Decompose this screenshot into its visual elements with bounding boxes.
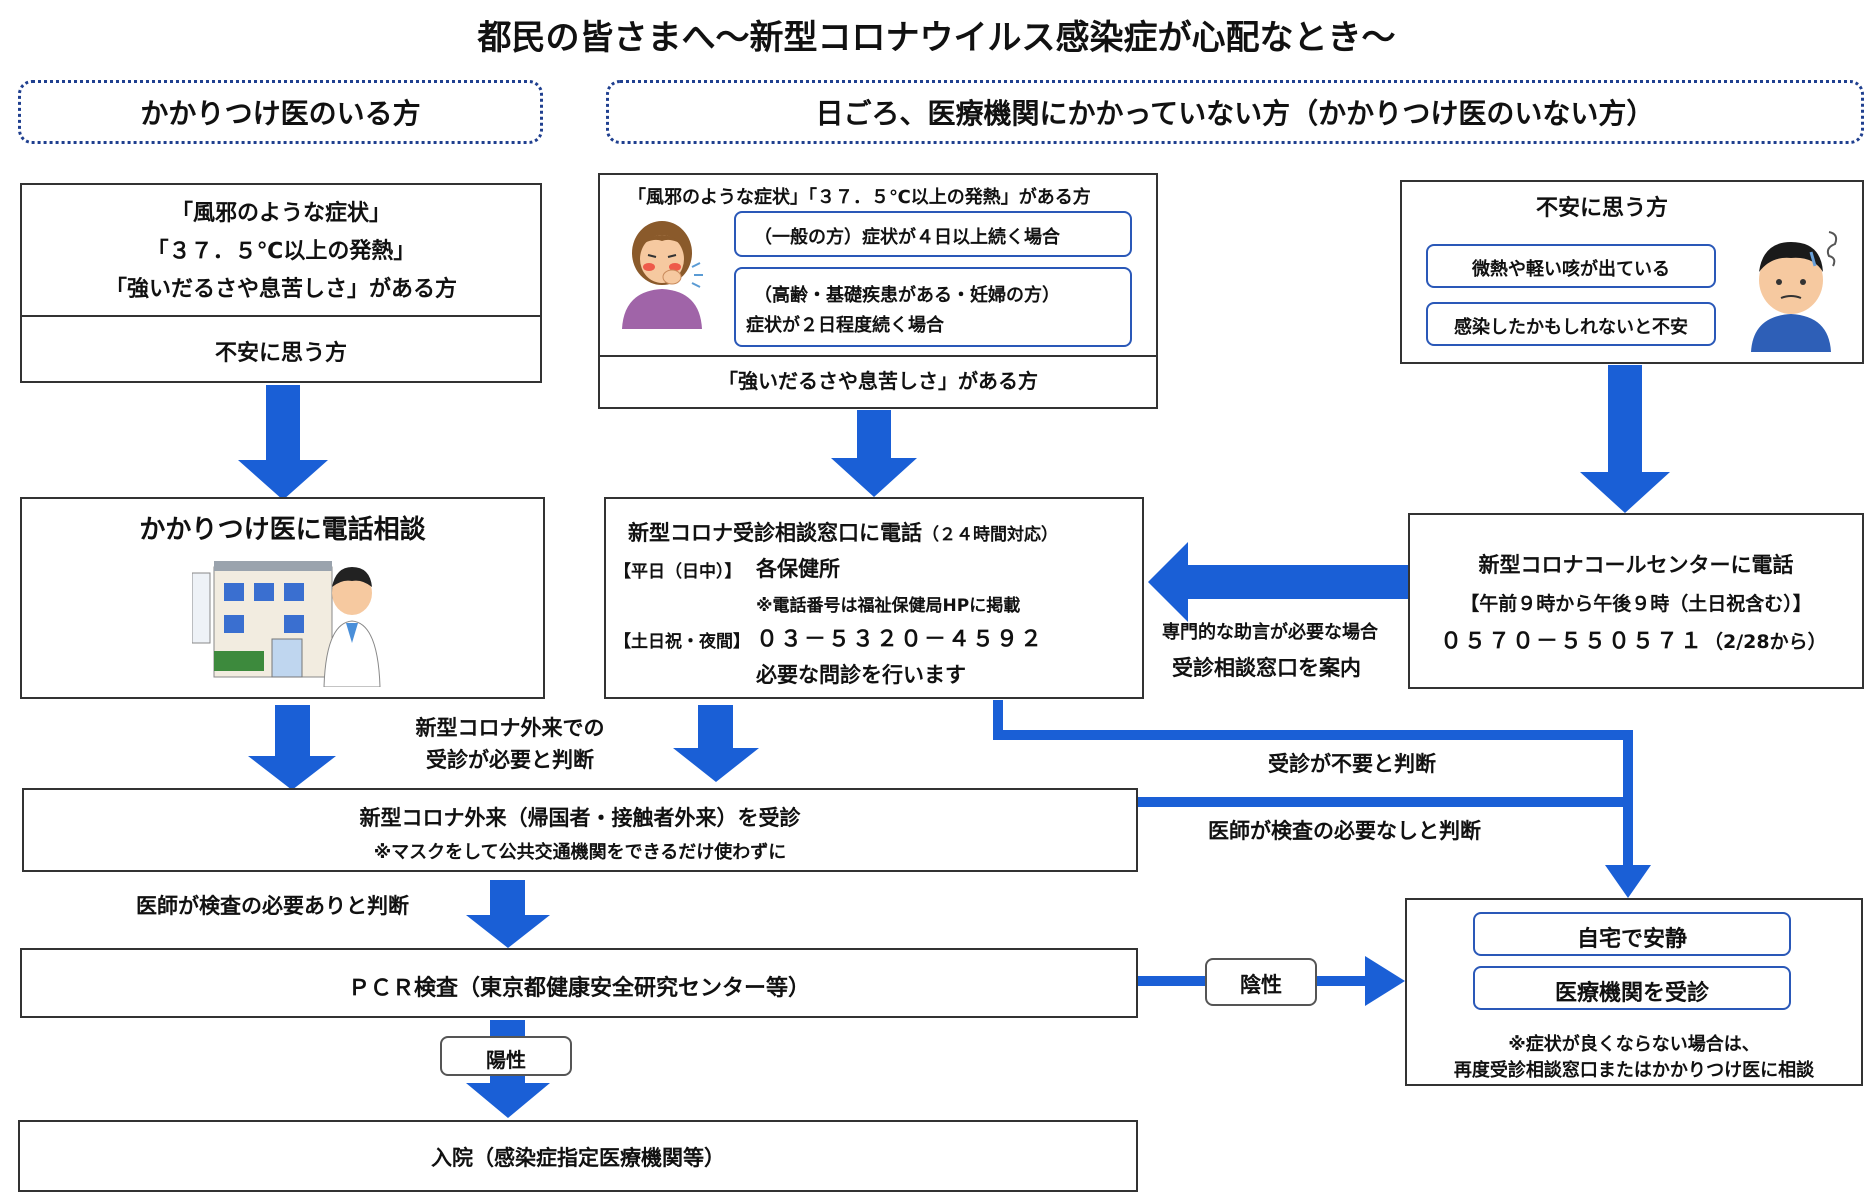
- divider: [22, 315, 540, 317]
- call-center-title: 新型コロナコールセンターに電話: [1478, 553, 1794, 577]
- consult-center-title-note: （２４時間対応）: [922, 525, 1058, 545]
- label-guide-consult: 受診相談窓口を案内: [1172, 656, 1361, 680]
- line-outpatient-no-test-to-home: [1138, 797, 1628, 807]
- home-note1: ※症状が良くならない場合は、: [1508, 1034, 1760, 1055]
- pcr-title: ＰＣＲ検査（東京都健康安全研究センター等）: [347, 976, 810, 1001]
- weekend-phone: ０３－５３２０－４５９２: [756, 627, 1045, 652]
- arrow-right-to-call-center: [1580, 365, 1670, 513]
- left-symptom-box: 「風邪のような症状」 「３７．５℃以上の発熱」 「強いだるさや息苦しさ」がある方…: [20, 183, 542, 383]
- arrow-mid-to-consult: [831, 410, 917, 497]
- arrow-family-doctor-to-outpatient: [248, 705, 336, 790]
- right-anxiety-title: 不安に思う方: [1535, 196, 1668, 221]
- hospital-title: 入院（感染症指定医療機関等）: [431, 1146, 725, 1170]
- weekday-note: ※電話番号は福祉保健局HPに掲載: [756, 596, 1021, 616]
- arrow-outpatient-to-pcr: [466, 880, 550, 948]
- header-no-family-doctor: 日ごろ、医療機関にかかっていない方（かかりつけ医のいない方）: [606, 80, 1864, 144]
- consult-center-box: 新型コロナ受診相談窓口に電話（２４時間対応） 【平日（日中）】 各保健所 ※電話…: [604, 497, 1144, 699]
- call-center-number-note: （2/28から）: [1704, 631, 1827, 653]
- outpatient-title: 新型コロナ外来（帰国者・接触者外来）を受診: [359, 806, 801, 830]
- home-box: 自宅で安静 医療機関を受診 ※症状が良くならない場合は、 再度受診相談窓口または…: [1405, 898, 1863, 1086]
- label-outpatient-needed-line2: 受診が必要と判断: [426, 748, 594, 772]
- mid-symptom-header: 「風邪のような症状」「３７．５℃以上の発熱」がある方: [628, 187, 1091, 208]
- weekday-value: 各保健所: [756, 557, 840, 581]
- consult-action: 必要な問診を行います: [756, 663, 966, 687]
- left-symptom-line3: 「強いだるさや息苦しさ」がある方: [104, 277, 457, 302]
- case-high-risk-line1: （高齢・基礎疾患がある・妊婦の方）: [754, 285, 1060, 306]
- arrow-call-center-to-consult: [1148, 542, 1408, 622]
- home-note2: 再度受診相談窓口またはかかりつけ医に相談: [1453, 1060, 1815, 1081]
- weekday-label: 【平日（日中）】: [614, 562, 742, 582]
- positive-pill: 陽性: [440, 1036, 572, 1076]
- right-anxiety-item1: 微熱や軽い咳が出ている: [1426, 244, 1716, 288]
- call-center-number-line: ０５７０－５５０５７１（2/28から）: [1440, 623, 1827, 655]
- label-doctor-test: 医師が検査の必要ありと判断: [136, 894, 409, 918]
- case-high-risk-line2: 症状が２日程度続く場合: [746, 315, 944, 336]
- weekend-label: 【土日祝・夜間】: [614, 632, 750, 652]
- home-rest-pill: 自宅で安静: [1473, 912, 1791, 956]
- arrow-consult-to-outpatient: [673, 705, 759, 782]
- page-title: 都民の皆さまへ～新型コロナウイルス感染症が心配なとき～: [477, 18, 1396, 58]
- outpatient-note: ※マスクをして公共交通機関をできるだけ使わずに: [373, 842, 787, 863]
- hospital-box: 入院（感染症指定医療機関等）: [18, 1120, 1138, 1192]
- clinic-building-icon: [192, 561, 381, 687]
- worried-man-icon: [1751, 231, 1838, 352]
- label-expert-needed: 専門的な助言が必要な場合: [1162, 622, 1378, 643]
- left-symptom-anxious: 不安に思う方: [214, 341, 347, 366]
- mid-symptom-footer: 「強いだるさや息苦しさ」がある方: [718, 369, 1038, 393]
- mid-symptom-box: 「風邪のような症状」「３７．５℃以上の発熱」がある方 （一般の方）症状が４日以上…: [598, 173, 1158, 409]
- left-symptom-line2: 「３７．５℃以上の発熱」: [146, 239, 416, 264]
- arrow-left-to-family-doctor: [238, 385, 328, 500]
- call-center-number: ０５７０－５５０５７１: [1440, 629, 1705, 654]
- consult-center-title: 新型コロナ受診相談窓口に電話（２４時間対応）: [628, 517, 1058, 547]
- left-symptom-line1: 「風邪のような症状」: [170, 201, 391, 226]
- sick-woman-icon: [622, 221, 703, 329]
- case-high-risk: （高齢・基礎疾患がある・妊婦の方） 症状が２日程度続く場合: [734, 267, 1132, 347]
- header-has-family-doctor: かかりつけ医のいる方: [18, 80, 543, 144]
- consult-center-title-main: 新型コロナ受診相談窓口に電話: [628, 521, 922, 545]
- right-anxiety-box: 不安に思う方 微熱や軽い咳が出ている 感染したかもしれないと不安: [1400, 180, 1864, 364]
- divider: [600, 355, 1156, 357]
- label-not-needed: 受診が不要と判断: [1268, 752, 1436, 776]
- label-outpatient-needed-line1: 新型コロナ外来での: [415, 716, 605, 740]
- family-doctor-box: かかりつけ医に電話相談: [20, 497, 545, 699]
- family-doctor-title: かかりつけ医に電話相談: [139, 515, 426, 545]
- pcr-box: ＰＣＲ検査（東京都健康安全研究センター等）: [20, 948, 1138, 1018]
- negative-pill: 陰性: [1205, 958, 1317, 1006]
- right-anxiety-item2: 感染したかもしれないと不安: [1426, 302, 1716, 346]
- home-visit-pill: 医療機関を受診: [1473, 966, 1791, 1010]
- label-doctor-no-test: 医師が検査の必要なしと判断: [1208, 819, 1481, 843]
- outpatient-box: 新型コロナ外来（帰国者・接触者外来）を受診 ※マスクをして公共交通機関をできるだ…: [22, 788, 1138, 872]
- case-general: （一般の方）症状が４日以上続く場合: [734, 211, 1132, 257]
- call-center-hours: 【午前９時から午後９時（土日祝含む）】: [1460, 593, 1812, 615]
- call-center-box: 新型コロナコールセンターに電話 【午前９時から午後９時（土日祝含む）】 ０５７０…: [1408, 513, 1864, 689]
